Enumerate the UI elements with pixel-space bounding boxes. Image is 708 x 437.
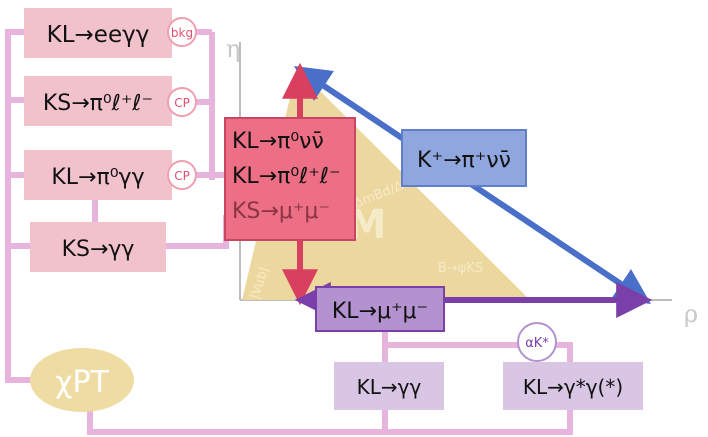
svg-text:KL→eeγγ: KL→eeγγ xyxy=(47,22,150,48)
box-kl-mumu: KL→μ⁺μ⁻ xyxy=(315,286,445,332)
chipt-ellipse: χPT xyxy=(30,348,134,412)
svg-text:KS→γγ: KS→γγ xyxy=(62,237,135,262)
box-kplus-pinunu: K⁺→π⁺νν̄ xyxy=(401,129,527,187)
svg-text:bkg: bkg xyxy=(171,26,193,40)
eta-axis-label: η xyxy=(226,35,240,63)
box-kl-gg: KL→γγ xyxy=(334,362,444,410)
rho-axis-label: ρ xyxy=(684,300,698,328)
svg-text:KL→γ*γ(*): KL→γ*γ(*) xyxy=(523,375,623,399)
svg-text:KS→π⁰ℓ⁺ℓ⁻: KS→π⁰ℓ⁺ℓ⁻ xyxy=(43,91,153,116)
box-ks-pi0ll: KS→π⁰ℓ⁺ℓ⁻ xyxy=(24,76,172,126)
svg-text:CP: CP xyxy=(174,96,190,110)
b-psi-ks-label: B→ψKS xyxy=(438,261,483,276)
red-line-3: KS→μ⁺μ⁻ xyxy=(232,199,330,224)
box-red-rare-decays: KL→π⁰νν̄ KL→π⁰ℓ⁺ℓ⁻ KS→μ⁺μ⁻ xyxy=(224,117,356,241)
circle-cp-1: CP xyxy=(167,87,197,117)
svg-text:KL→μ⁺μ⁻: KL→μ⁺μ⁻ xyxy=(332,299,428,324)
svg-text:KL→γγ: KL→γγ xyxy=(357,375,422,399)
red-line-2: KL→π⁰ℓ⁺ℓ⁻ xyxy=(232,164,341,189)
svg-text:CP: CP xyxy=(174,169,190,183)
svg-text:KL→π⁰γγ: KL→π⁰γγ xyxy=(51,165,144,190)
circle-bkg: bkg xyxy=(167,17,197,47)
circle-alpha: αK* xyxy=(517,322,557,362)
circle-cp-2: CP xyxy=(167,160,197,190)
box-ks-gg: KS→γγ xyxy=(30,222,166,272)
svg-text:χPT: χPT xyxy=(55,365,109,400)
red-line-1: KL→π⁰νν̄ xyxy=(232,129,324,154)
box-kl-gsg: KL→γ*γ(*) xyxy=(503,362,643,410)
box-kl-eegg: KL→eeγγ xyxy=(24,8,172,58)
box-kl-pi0gg: KL→π⁰γγ xyxy=(24,150,172,200)
connector-lines xyxy=(5,29,573,435)
svg-text:K⁺→π⁺νν̄: K⁺→π⁺νν̄ xyxy=(417,148,511,173)
svg-text:αK*: αK* xyxy=(525,336,549,351)
